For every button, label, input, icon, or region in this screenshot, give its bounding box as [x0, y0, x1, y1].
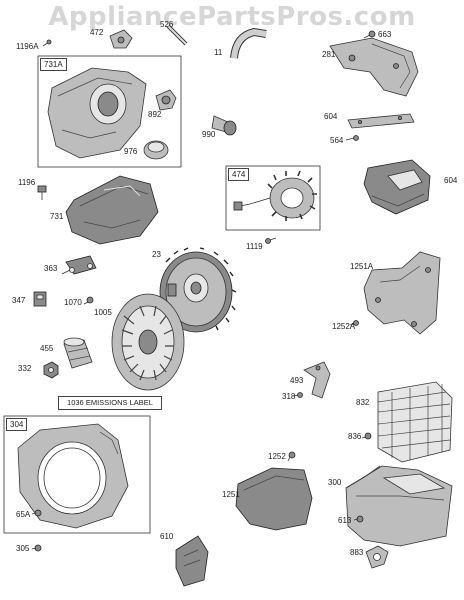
part-label-564: 564 — [330, 136, 344, 145]
part-label-1196: 1196 — [18, 178, 36, 187]
part-label-347: 347 — [12, 296, 26, 305]
part-11-tube[interactable] — [230, 27, 267, 59]
emissions-label-callout: 1036 EMISSIONS LABEL — [58, 396, 162, 410]
part-990-grommet[interactable] — [211, 115, 237, 136]
part-1196-bolt[interactable] — [37, 185, 47, 200]
part-1252a-screw[interactable] — [349, 320, 359, 326]
part-883-gasket[interactable] — [365, 545, 389, 569]
part-1252-screw[interactable] — [287, 451, 296, 462]
part-label-1252: 1252 — [268, 452, 286, 461]
part-label-610: 610 — [160, 532, 174, 541]
part-564-screw[interactable] — [345, 135, 359, 141]
part-label-455: 455 — [40, 344, 54, 353]
part-label-731: 731 — [50, 212, 64, 221]
part-label-318: 318 — [282, 392, 296, 401]
part-526-hose[interactable] — [166, 24, 188, 46]
part-731-cover[interactable] — [65, 175, 159, 245]
part-976-cap[interactable] — [143, 140, 169, 160]
part-65a-screw[interactable] — [31, 509, 42, 517]
part-label-305: 305 — [16, 544, 30, 553]
part-281-bracket[interactable] — [329, 37, 419, 97]
part-label-663: 663 — [378, 30, 392, 39]
group-304-frame — [3, 415, 151, 534]
part-1070-screw[interactable] — [83, 296, 94, 305]
part-1251a-baffle[interactable] — [363, 251, 441, 335]
part-label-1196a: 1196A — [16, 42, 39, 51]
part-label-836: 836 — [348, 432, 362, 441]
part-305-screw[interactable] — [31, 544, 42, 552]
part-474-stator[interactable] — [233, 170, 317, 221]
part-label-990: 990 — [202, 130, 216, 139]
part-label-11: 11 — [214, 48, 223, 57]
group-731a-frame — [37, 55, 182, 168]
group-304-label: 304 — [6, 418, 28, 431]
part-1005-fan[interactable] — [111, 293, 185, 391]
part-label-65a: 65A — [16, 510, 31, 519]
part-332-nut[interactable] — [43, 361, 59, 379]
part-label-1005: 1005 — [94, 308, 112, 317]
part-1196a-screw[interactable] — [42, 39, 52, 47]
part-label-281: 281 — [322, 50, 336, 59]
part-label-976: 976 — [124, 147, 138, 156]
part-23-flywheel[interactable] — [159, 247, 237, 333]
part-label-883: 883 — [350, 548, 364, 557]
part-1119-screw[interactable] — [265, 237, 277, 244]
part-label-300: 300 — [328, 478, 342, 487]
part-455-cup[interactable] — [63, 337, 93, 369]
part-1251-deflector[interactable] — [235, 467, 313, 531]
part-493-bracket[interactable] — [303, 361, 331, 399]
part-label-472: 472 — [90, 28, 104, 37]
part-318-screw[interactable] — [293, 392, 303, 398]
part-832-guard[interactable] — [377, 381, 453, 463]
group-731a-label: 731A — [40, 58, 67, 71]
group-474-frame — [225, 165, 321, 231]
part-label-1251a: 1251A — [350, 262, 374, 271]
part-label-1119: 1119 — [246, 242, 263, 251]
part-label-526: 526 — [160, 20, 174, 29]
part-663-screw[interactable] — [363, 30, 376, 39]
part-304-blower-housing[interactable] — [17, 423, 129, 529]
part-label-604-lower: 604 — [444, 176, 458, 185]
part-731a-housing[interactable] — [47, 67, 147, 159]
part-604-plate[interactable] — [347, 113, 415, 129]
part-347-rectifier[interactable] — [33, 291, 47, 307]
part-label-1251: 1251 — [222, 490, 240, 499]
part-label-613: 613 — [338, 516, 352, 525]
part-604-air-filter[interactable] — [363, 159, 431, 215]
part-610-plate[interactable] — [175, 535, 209, 587]
part-label-1252a: 1252A — [332, 322, 356, 331]
part-300-muffler[interactable] — [345, 465, 453, 547]
part-label-892: 892 — [148, 110, 162, 119]
part-label-493: 493 — [290, 376, 304, 385]
part-label-363: 363 — [44, 264, 58, 273]
part-label-1070: 1070 — [64, 298, 82, 307]
part-label-832: 832 — [356, 398, 370, 407]
part-label-332: 332 — [18, 364, 32, 373]
part-label-604-upper: 604 — [324, 112, 338, 121]
part-363-connector[interactable] — [61, 255, 97, 275]
part-892-breather[interactable] — [155, 89, 177, 111]
part-label-23: 23 — [152, 250, 161, 259]
group-474-label: 474 — [228, 168, 250, 181]
part-472-bracket[interactable] — [109, 29, 133, 49]
part-836-screw[interactable] — [361, 432, 372, 440]
part-613-screw[interactable] — [353, 515, 364, 523]
watermark: AppliancePartsPros.com — [48, 2, 416, 32]
